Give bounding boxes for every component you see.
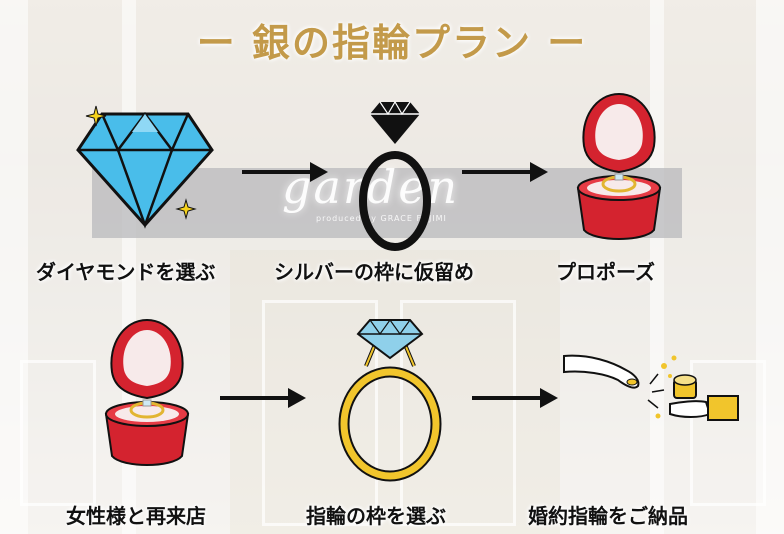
- step-label-revisit: 女性様と再来店: [66, 504, 206, 528]
- arrow-right-icon: [242, 162, 328, 182]
- step-label-proposal: プロポーズ: [556, 260, 655, 284]
- page-title: ー 銀の指輪プラン ー: [196, 21, 588, 65]
- arrow-right-icon: [462, 162, 548, 182]
- step-label-temporary-setting: シルバーの枠に仮留め: [274, 260, 474, 284]
- ring-box-icon: [104, 318, 190, 466]
- ring-box-icon: [576, 92, 662, 240]
- silver-ring-icon: [359, 100, 431, 251]
- diamond-icon: [76, 105, 214, 229]
- store-logo-sub: produced by GRACE FUJIMI: [316, 214, 447, 223]
- arrow-right-icon: [472, 388, 558, 408]
- step-label-choose-setting: 指輪の枠を選ぶ: [306, 504, 446, 528]
- arrow-right-icon: [220, 388, 306, 408]
- gold-ring-icon: [338, 318, 442, 482]
- step-label-choose-diamond: ダイヤモンドを選ぶ: [36, 260, 216, 284]
- hand-ring-icon: [563, 354, 739, 421]
- step-label-delivery: 婚約指輪をご納品: [528, 504, 688, 528]
